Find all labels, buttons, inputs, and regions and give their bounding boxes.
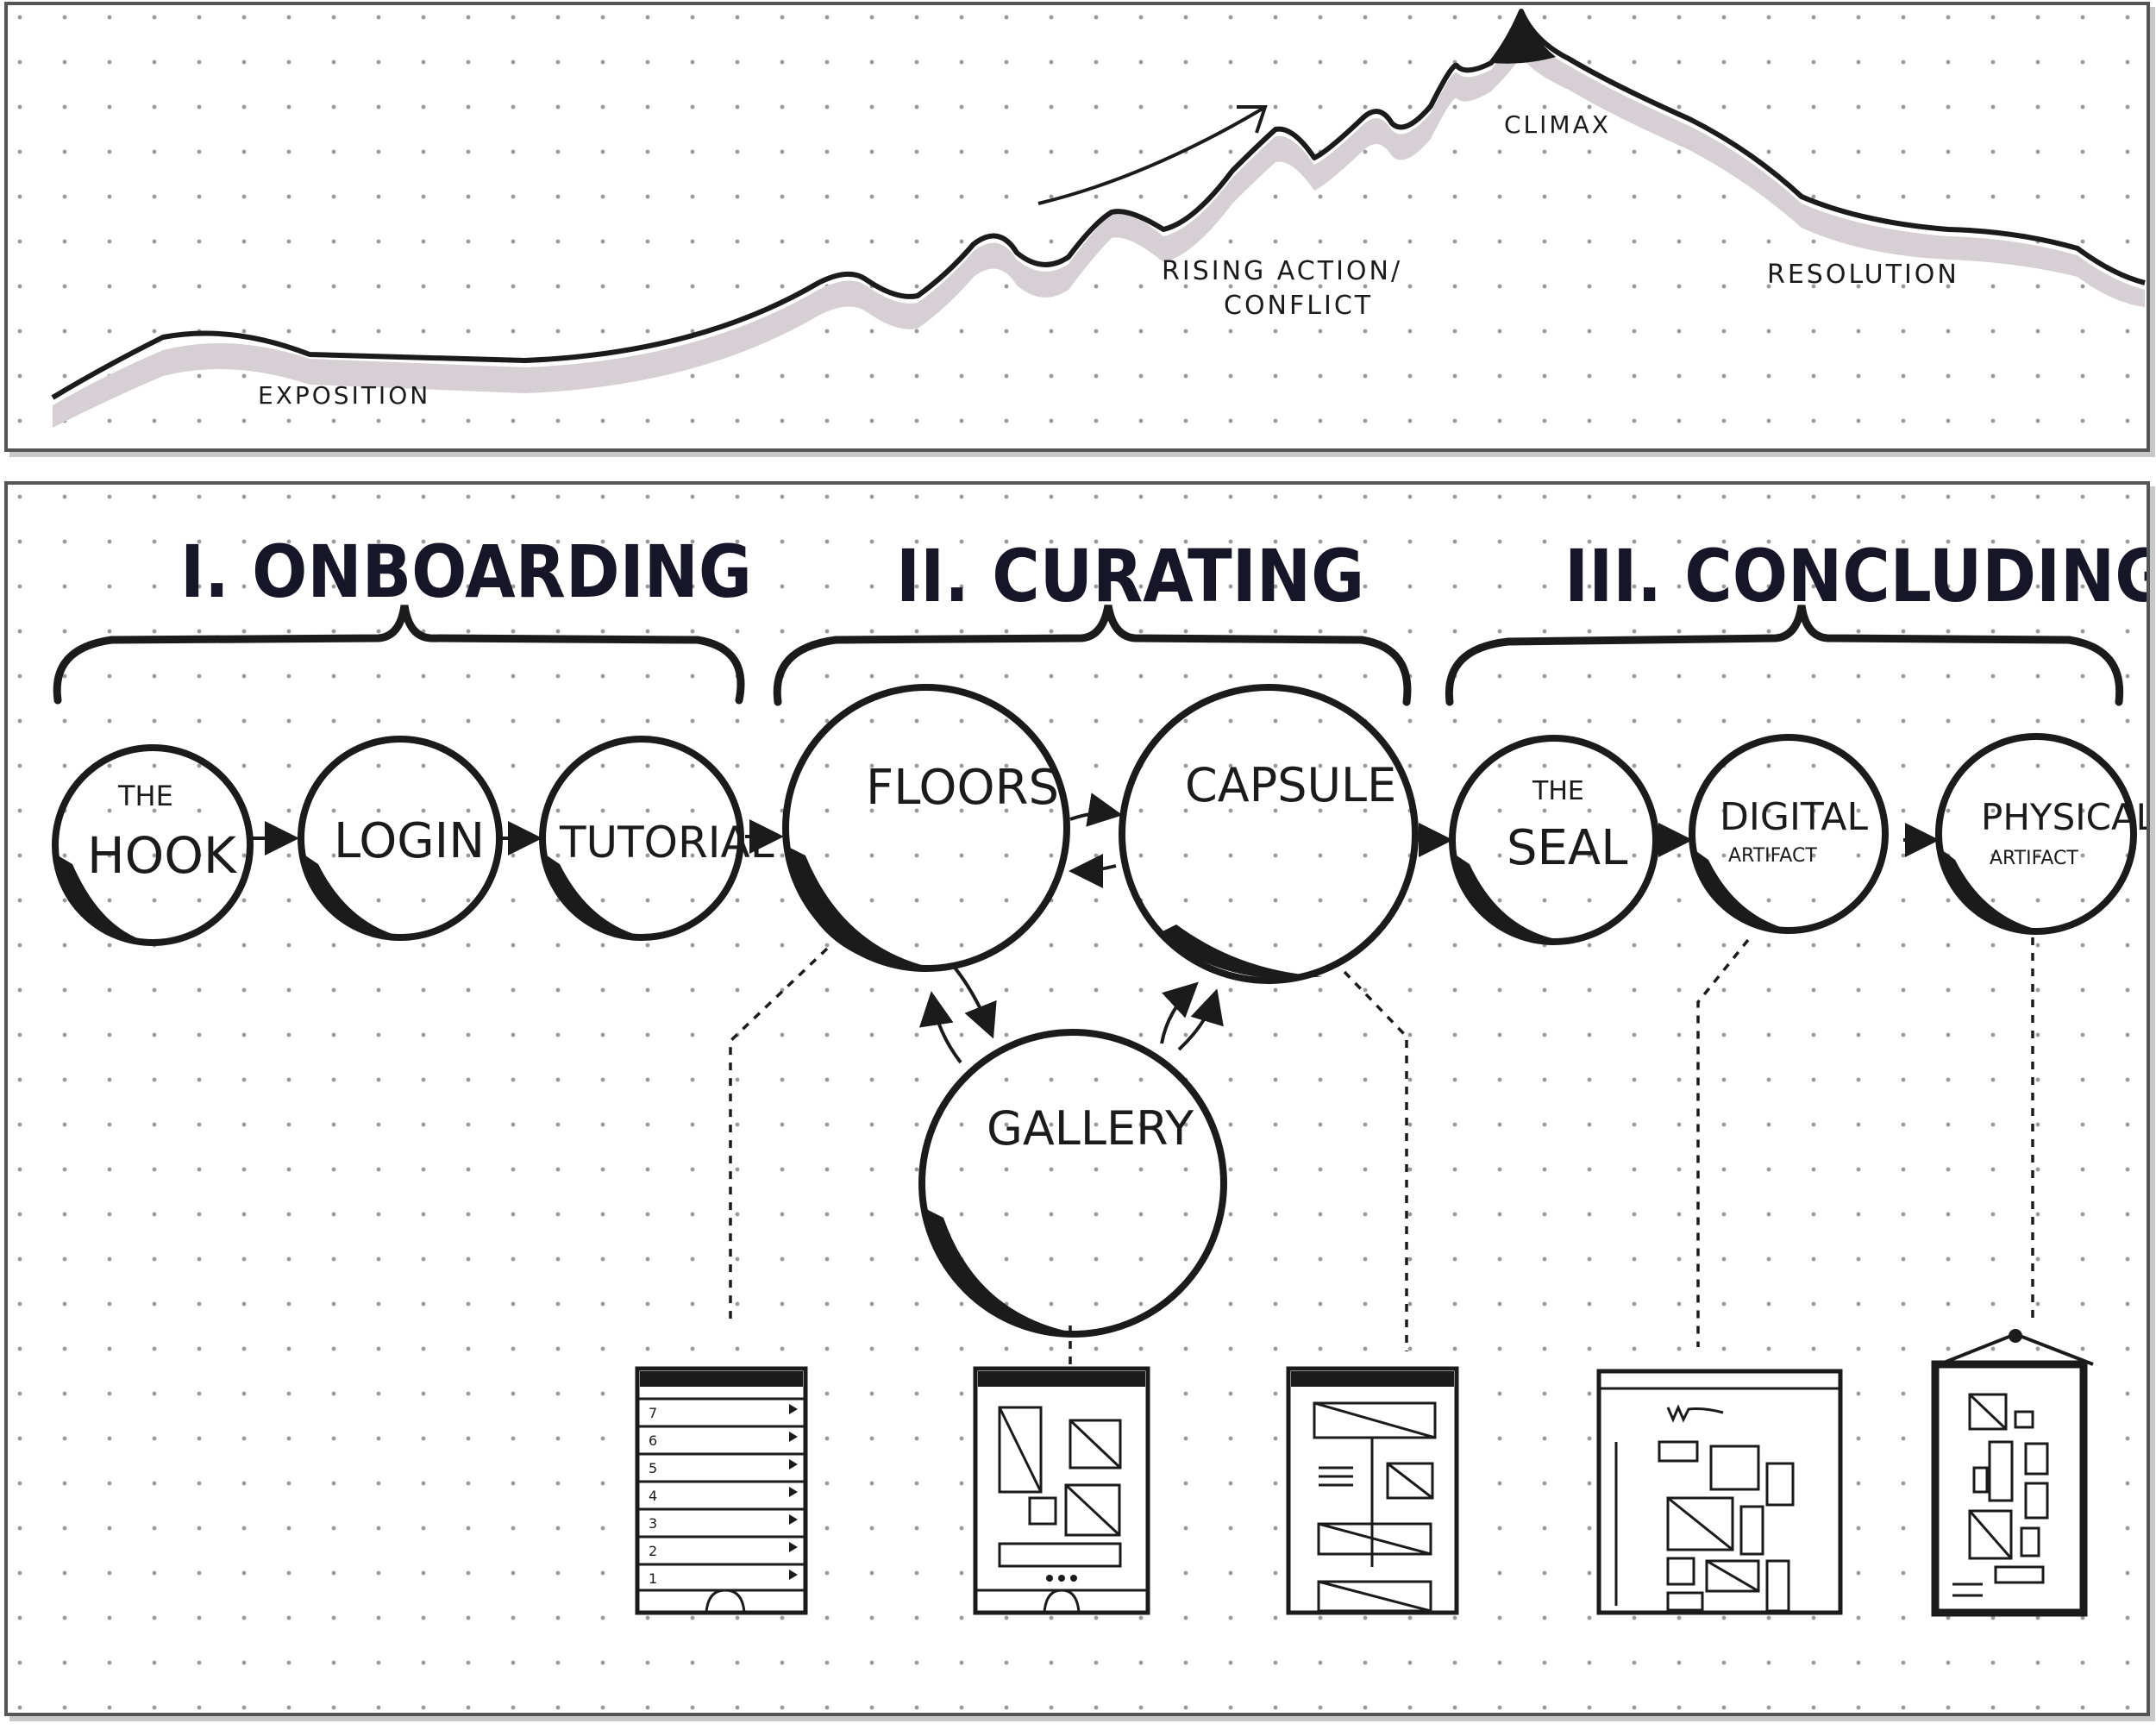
floors-label: FLOORS (866, 760, 1059, 816)
wireframe-floors-list: 7 6 5 4 3 2 1 (635, 1366, 808, 1615)
wireframe-gallery (973, 1366, 1150, 1615)
phase-onboarding-title: I. ONBOARDING (180, 530, 752, 614)
digital-artifact-label: ARTIFACT (1728, 845, 1817, 867)
climax-label: CLIMAX (1504, 110, 1611, 139)
node-digital-artifact[interactable]: DIGITAL ARTIFACT (1689, 734, 1889, 934)
climax-peak (1491, 9, 1556, 64)
node-tutorial[interactable]: TUTORIAL (539, 736, 774, 941)
brace-onboarding (53, 605, 745, 705)
node-login[interactable]: LOGIN (298, 736, 503, 941)
node-the-hook[interactable]: THE HOOK (52, 744, 254, 946)
seal-label: SEAL (1507, 820, 1627, 876)
physical-label: PHYSICAL (1981, 796, 2147, 838)
node-capsule[interactable]: CAPSULE (1119, 684, 1419, 984)
wireframe-physical-artifact (1931, 1329, 2094, 1617)
hook-small-label: THE (117, 780, 173, 812)
floor-number: 4 (649, 1488, 657, 1504)
floor-number: 2 (649, 1543, 657, 1559)
resolution-label: RESOLUTION (1767, 260, 1959, 290)
floor-number: 6 (649, 1432, 657, 1449)
story-arc-panel: EXPOSITION RISING ACTION/ CONFLICT CLIMA… (4, 2, 2150, 452)
floor-number: 3 (649, 1515, 657, 1532)
hook-label: HOOK (87, 826, 238, 885)
brace-curating (773, 605, 1412, 706)
login-label: LOGIN (334, 813, 485, 869)
floor-number: 5 (649, 1460, 657, 1476)
flow-panel: I. ONBOARDING II. CURATING III. CONCLUDI… (4, 481, 2150, 1716)
node-floors[interactable]: FLOORS (782, 684, 1070, 972)
wireframe-digital-artifact (1596, 1369, 1843, 1615)
wireframe-capsule (1286, 1366, 1459, 1615)
gallery-label: GALLERY (987, 1101, 1194, 1156)
brace-concluding (1445, 605, 2124, 706)
physical-artifact-label: ARTIFACT (1990, 848, 2078, 869)
node-physical-artifact[interactable]: PHYSICAL ARTIFACT (1935, 733, 2147, 935)
capsule-label: CAPSULE (1185, 758, 1396, 812)
rising-action-label-1: RISING ACTION/ (1162, 256, 1402, 286)
rising-arrow-head (1237, 105, 1268, 134)
story-arc-diagram: EXPOSITION RISING ACTION/ CONFLICT CLIMA… (51, 9, 2146, 428)
floor-number: 7 (649, 1405, 657, 1421)
rising-arrow (1037, 107, 1264, 205)
node-the-seal[interactable]: THE SEAL (1449, 735, 1659, 945)
flow-diagram: I. ONBOARDING II. CURATING III. CONCLUDI… (52, 530, 2147, 1617)
flow-arrows (252, 793, 1940, 1064)
floor-number: 1 (649, 1570, 657, 1587)
node-gallery[interactable]: GALLERY (918, 1029, 1227, 1338)
rising-action-label-2: CONFLICT (1224, 291, 1373, 321)
story-arc-line (51, 9, 2146, 400)
phase-concluding-title: III. CONCLUDING (1564, 534, 2147, 618)
phase-curating-title: II. CURATING (896, 534, 1364, 618)
digital-label: DIGITAL (1720, 795, 1868, 839)
exposition-label: EXPOSITION (258, 381, 430, 410)
dashed-connectors (729, 937, 2034, 1364)
seal-small-label: THE (1532, 776, 1584, 806)
tutorial-label: TUTORIAL (559, 818, 774, 868)
